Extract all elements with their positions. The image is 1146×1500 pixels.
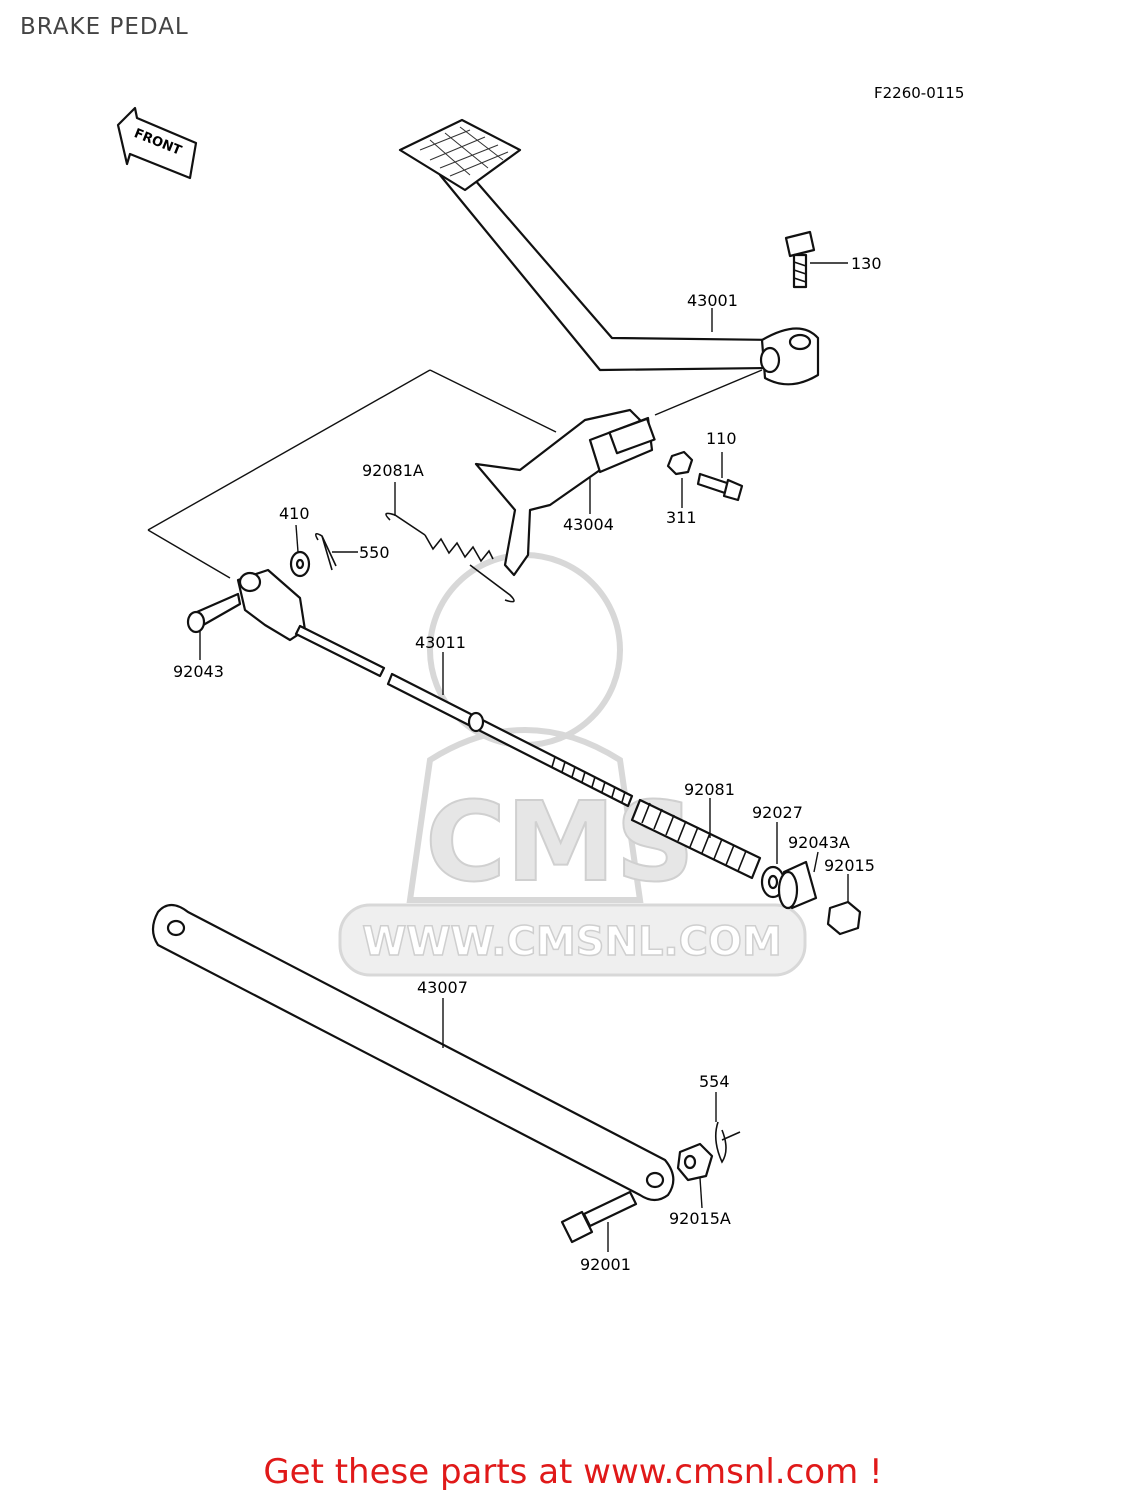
washer-410 [289,550,311,578]
brake-pedal-43001 [398,118,820,386]
nut-311 [666,450,694,476]
callout-92027: 92027 [752,803,803,822]
front-arrow-icon: FRONT [116,106,198,180]
callout-311: 311 [666,508,697,527]
callout-92043a: 92043A [788,833,850,852]
callout-550: 550 [359,543,390,562]
spring-92081 [630,798,762,880]
callout-43001: 43001 [687,291,738,310]
page-title: BRAKE PEDAL [20,14,189,40]
callout-92015a: 92015A [669,1209,731,1228]
bolt-130 [784,230,816,289]
callout-43011: 43011 [415,633,466,652]
nut-92015 [826,900,862,936]
svg-text:WWW.CMSNL.COM: WWW.CMSNL.COM [362,919,782,965]
cotter-pin-550 [314,532,337,571]
callout-110: 110 [706,429,737,448]
shaft-43004 [474,408,656,577]
rod-43011 [294,624,634,808]
callout-92015: 92015 [824,856,875,875]
torque-link-43007 [151,903,675,1202]
pin-92043 [186,592,242,634]
callout-92081: 92081 [684,780,735,799]
callout-92043: 92043 [173,662,224,681]
callout-410: 410 [279,504,310,523]
pin-92043a [777,860,818,910]
diagram-code: F2260-0115 [874,84,965,102]
callout-130: 130 [851,254,882,273]
callout-43004: 43004 [563,515,614,534]
callout-43007: 43007 [417,978,468,997]
bolt-110 [696,472,744,502]
projection-lines [147,369,763,579]
clevis [236,568,307,642]
cms-watermark: CMS WWW.CMSNL.COM [338,552,807,977]
callout-92001: 92001 [580,1255,631,1274]
callout-92081a: 92081A [362,461,424,480]
bolt-92001 [560,1190,638,1244]
clip-554 [714,1121,741,1164]
nut-92015a [676,1142,714,1182]
footer-shop-link[interactable]: Get these parts at www.cmsnl.com ! [263,1452,883,1492]
callout-554: 554 [699,1072,730,1091]
svg-text:CMS: CMS [425,778,694,906]
callout-leaders [199,262,849,1252]
